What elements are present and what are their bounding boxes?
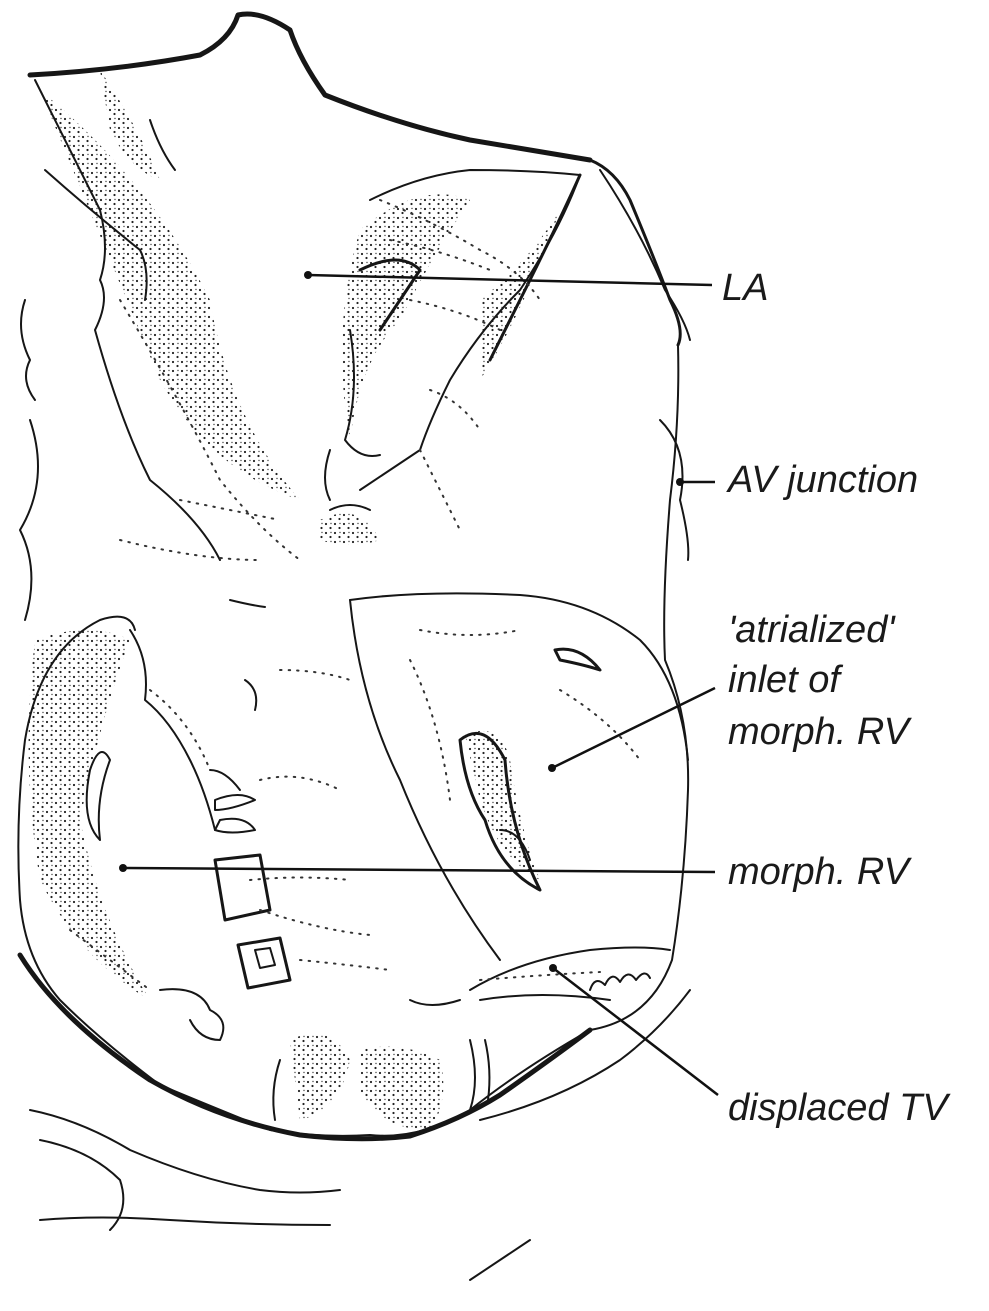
displaced-tv-leader <box>553 968 718 1095</box>
label-atrialized-line2: inlet of <box>728 659 843 701</box>
morph-rv-leader <box>123 868 715 872</box>
label-av-junction: AV junction <box>726 459 918 501</box>
labels: LA AV junction 'atrialized' inlet of mor… <box>722 267 951 1129</box>
label-morph-rv: morph. RV <box>728 851 913 893</box>
label-atrialized-line1: 'atrialized' <box>728 609 896 651</box>
label-la: LA <box>722 267 768 309</box>
label-atrialized-line3: morph. RV <box>728 711 913 753</box>
stipple-shading <box>29 70 560 1130</box>
label-displaced-tv: displaced TV <box>728 1087 951 1129</box>
